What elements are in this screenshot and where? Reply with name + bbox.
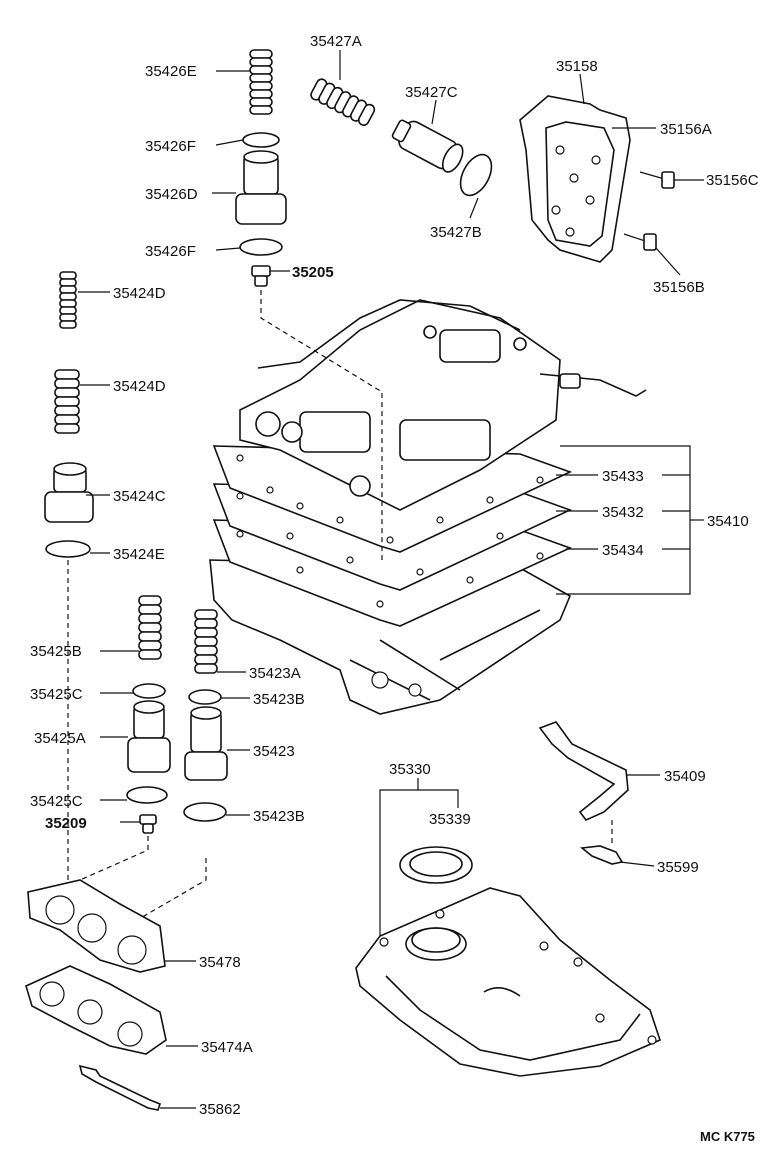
bracket-35862 xyxy=(78,1064,161,1111)
o-ring-35426f-top xyxy=(242,132,280,148)
bolt-35156b xyxy=(623,233,657,251)
o-ring-35427b xyxy=(459,153,493,197)
label-35424c: 35424C xyxy=(113,488,166,505)
label-35474a: 35474A xyxy=(201,1039,253,1056)
label-35410: 35410 xyxy=(707,513,749,530)
gasket-35156a xyxy=(545,121,615,247)
o-ring-35424e xyxy=(45,540,91,558)
diagram-code: MC K775 xyxy=(700,1129,755,1144)
spring-35427a xyxy=(310,78,376,126)
o-ring-35425c-bottom xyxy=(126,786,168,804)
o-ring-35423b-top xyxy=(188,689,222,705)
label-35478: 35478 xyxy=(199,954,241,971)
label-35423: 35423 xyxy=(253,743,295,760)
label-35423a: 35423A xyxy=(249,665,301,682)
valve-35427c xyxy=(391,119,464,173)
label-35423b-bottom: 35423B xyxy=(253,808,305,825)
label-35427a: 35427A xyxy=(310,33,362,50)
label-35330: 35330 xyxy=(389,761,431,778)
label-35339: 35339 xyxy=(429,811,471,828)
label-35205: 35205 xyxy=(292,264,334,281)
label-35426e: 35426E xyxy=(145,63,197,80)
o-ring-35426f-bottom xyxy=(239,238,283,256)
label-35433: 35433 xyxy=(602,468,644,485)
label-35432: 35432 xyxy=(602,504,644,521)
spring-35426e xyxy=(249,49,273,115)
label-35434: 35434 xyxy=(602,542,644,559)
label-35426f-top: 35426F xyxy=(145,138,196,155)
label-35424e: 35424E xyxy=(113,546,165,563)
label-35209: 35209 xyxy=(45,815,87,832)
label-35423b-top: 35423B xyxy=(253,691,305,708)
label-35409: 35409 xyxy=(664,768,706,785)
sleeve-35423 xyxy=(184,706,228,781)
label-35599: 35599 xyxy=(657,859,699,876)
label-35425c-bottom: 35425C xyxy=(30,793,83,810)
label-35426d: 35426D xyxy=(145,186,198,203)
label-35425c-top: 35425C xyxy=(30,686,83,703)
label-35424d-top: 35424D xyxy=(113,285,166,302)
spring-35425b xyxy=(138,595,162,660)
o-ring-35425c-top xyxy=(132,683,166,699)
detent-spring-35409 xyxy=(538,721,629,821)
label-35425a: 35425A xyxy=(34,730,86,747)
bolt-35156c xyxy=(639,171,675,189)
label-35424d-bottom: 35424D xyxy=(113,378,166,395)
label-35862: 35862 xyxy=(199,1101,241,1118)
label-35427b: 35427B xyxy=(430,224,482,241)
plug-35209 xyxy=(139,814,157,834)
plate-35599 xyxy=(579,845,624,865)
sleeve-35425a xyxy=(127,700,171,773)
spring-35424d-top xyxy=(59,271,77,329)
o-ring-35423b-bottom xyxy=(183,802,227,822)
label-35156c: 35156C xyxy=(706,172,759,189)
sleeve-35426d xyxy=(235,150,287,225)
label-35156b: 35156B xyxy=(653,279,705,296)
spring-35424d-bottom xyxy=(54,369,80,434)
spring-35423a xyxy=(194,609,218,674)
label-35156a: 35156A xyxy=(660,121,712,138)
sleeve-35424c xyxy=(44,462,94,523)
plug-35205 xyxy=(251,265,271,287)
label-35158: 35158 xyxy=(556,58,598,75)
label-35426f-bottom: 35426F xyxy=(145,243,196,260)
label-35427c: 35427C xyxy=(405,84,458,101)
gasket-35339 xyxy=(399,846,473,884)
pan-35330 xyxy=(355,887,661,1077)
valve-body-35410 xyxy=(209,299,647,715)
label-35425b: 35425B xyxy=(30,643,82,660)
